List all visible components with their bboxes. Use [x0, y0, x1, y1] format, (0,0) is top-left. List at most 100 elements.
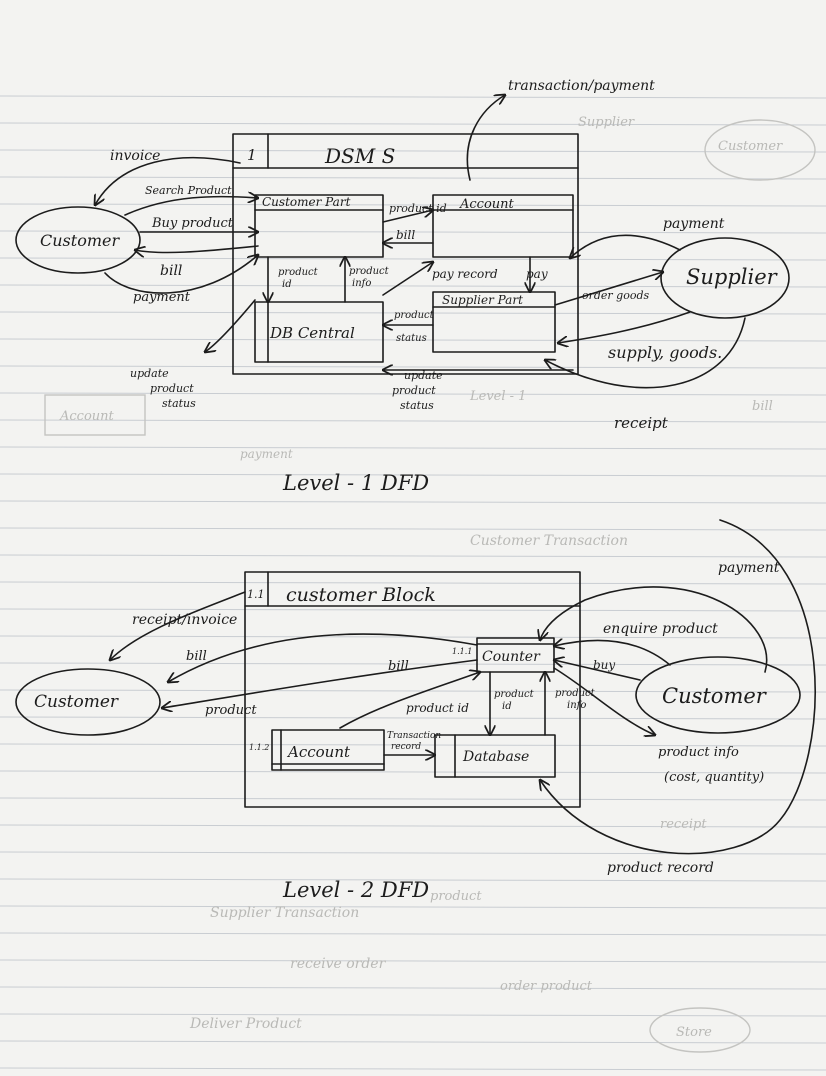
- flow-label: payment: [133, 290, 191, 305]
- flow-label: status: [396, 333, 427, 344]
- flow-label: status: [162, 397, 196, 410]
- flow-label: transaction/payment: [508, 78, 655, 94]
- ruled-line: [0, 797, 826, 801]
- ruled-line: [0, 959, 826, 963]
- entity-label: Supplier: [686, 265, 779, 289]
- flow-label: supply, goods.: [608, 343, 722, 362]
- flow-label: pay: [526, 267, 548, 281]
- ghost-text: product: [430, 889, 482, 904]
- flow-label: pay record: [432, 267, 498, 281]
- flow-label: product: [349, 266, 390, 277]
- ghost-text: Supplier Transaction: [210, 905, 359, 921]
- ruled-line: [0, 419, 826, 423]
- process-label: Account: [286, 743, 351, 761]
- flow-label: product: [278, 267, 319, 278]
- flow-label: bill: [396, 228, 415, 242]
- flow-label: status: [400, 399, 434, 412]
- ruled-line: [0, 122, 826, 126]
- flow-label: update: [404, 369, 443, 382]
- flow-label: buy: [593, 658, 615, 672]
- level2-dfd: 1.1 customer Block Counter 1.1.1 Account…: [15, 519, 816, 902]
- ghost-text: bill: [752, 399, 773, 414]
- flow-label: payment: [663, 216, 725, 232]
- process-supplier-part: [432, 291, 556, 353]
- flow-label: product: [555, 688, 596, 699]
- datastore-db-central: [254, 301, 384, 363]
- ghost-text: Store: [676, 1025, 712, 1040]
- ruled-line: [0, 500, 826, 504]
- flow-label: invoice: [110, 148, 160, 164]
- flow-label: id: [282, 279, 292, 290]
- ruled-line: [0, 905, 826, 909]
- ruled-line: [0, 689, 826, 693]
- entity-customer-right: [635, 656, 801, 734]
- flow-label: info: [567, 700, 586, 711]
- flow-label: product id: [389, 202, 447, 215]
- process-label: Account: [459, 197, 515, 212]
- ruled-line: [0, 1040, 826, 1044]
- ruled-line: [0, 284, 826, 288]
- flow-label: product: [494, 689, 535, 700]
- ruled-line: [0, 581, 826, 585]
- ruled-lines: [0, 95, 826, 1071]
- flow-label: Transaction: [387, 731, 441, 741]
- ruled-line: [0, 932, 826, 936]
- flow-label: bill: [186, 649, 207, 664]
- flow-label: Buy product: [151, 216, 234, 231]
- ghost-text: Deliver Product: [189, 1016, 302, 1032]
- ghost-text: Level - 1: [469, 389, 526, 404]
- flow-label: (cost, quantity): [664, 770, 764, 785]
- entity-label: Customer: [40, 231, 120, 250]
- flow-label: receipt/invoice: [132, 612, 237, 628]
- level1-caption: Level - 1 DFD: [282, 471, 429, 495]
- datastore-label: DB Central: [269, 324, 355, 342]
- flow-label: order goods: [582, 289, 650, 302]
- ruled-line: [0, 392, 826, 396]
- process-label: Counter: [482, 649, 541, 665]
- ruled-line: [0, 311, 826, 315]
- ghost-text: receipt: [660, 817, 707, 832]
- process-account: [271, 729, 385, 771]
- ruled-line: [0, 473, 826, 477]
- ruled-line: [0, 176, 826, 180]
- process-customer-part: [254, 194, 384, 258]
- flow-label: product id: [406, 701, 469, 715]
- level2-caption: Level - 2 DFD: [282, 878, 429, 902]
- flow-label: enquire product: [603, 621, 718, 637]
- ruled-line: [0, 986, 826, 990]
- flow-label: product: [394, 310, 435, 321]
- block-title: customer Block: [286, 584, 436, 606]
- ruled-line: [0, 257, 826, 261]
- ruled-line: [0, 878, 826, 882]
- flow-label: id: [502, 701, 512, 712]
- ruled-line: [0, 743, 826, 747]
- ghost-text: payment: [240, 447, 293, 461]
- ruled-line: [0, 608, 826, 612]
- process-id: 1.1.1: [452, 647, 472, 656]
- process-counter: [476, 637, 555, 673]
- ghost-text: Account: [59, 409, 115, 424]
- flow-label: bill: [160, 263, 182, 279]
- flow-label: product: [150, 382, 194, 395]
- ruled-line: [0, 824, 826, 828]
- flow-label: receipt: [614, 414, 669, 432]
- flow-label: product info: [658, 745, 739, 760]
- ghost-text: Customer: [718, 139, 783, 154]
- ruled-line: [0, 446, 826, 450]
- ruled-line: [0, 554, 826, 558]
- ruled-line: [0, 95, 826, 99]
- ruled-line: [0, 149, 826, 153]
- flow-label: product: [392, 384, 436, 397]
- ruled-line: [0, 1013, 826, 1017]
- process-label: Customer Part: [262, 195, 351, 209]
- ruled-line: [0, 338, 826, 342]
- ruled-line: [0, 716, 826, 720]
- datastore-label: Database: [462, 749, 529, 765]
- block-id: 1.1: [247, 588, 265, 601]
- entity-label: Customer: [662, 684, 768, 708]
- flow-label: payment: [718, 560, 780, 576]
- system-title: DSM S: [324, 144, 395, 168]
- process-account: [432, 194, 574, 258]
